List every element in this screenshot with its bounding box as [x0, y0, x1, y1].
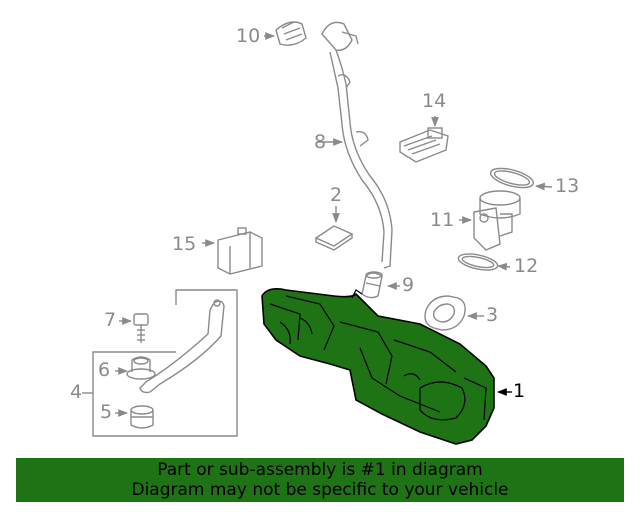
- callout-9: 9: [402, 274, 415, 296]
- part-info-banner: Part or sub-assembly is #1 in diagram Di…: [16, 458, 624, 502]
- module-part-15: [202, 227, 263, 275]
- callout-1: 1: [513, 380, 526, 402]
- filler-cap-part-10: [264, 21, 307, 46]
- bracket-group-box: [82, 289, 238, 437]
- fuel-pump-part-11: [459, 190, 521, 251]
- callout-10: 10: [236, 25, 261, 47]
- gasket-part-13: [489, 167, 553, 191]
- fuel-tank-part-1[interactable]: [261, 288, 512, 445]
- callout-15: 15: [172, 233, 197, 255]
- seal-part-3: [424, 295, 484, 331]
- hose-part-9: [361, 271, 400, 299]
- banner-line-2: Diagram may not be specific to your vehi…: [131, 480, 509, 500]
- callout-4: 4: [70, 381, 83, 403]
- oring-part-12: [457, 253, 511, 271]
- bushing-part-5: [115, 405, 154, 429]
- callout-3: 3: [486, 304, 499, 326]
- callout-11: 11: [430, 209, 455, 231]
- callout-8: 8: [314, 131, 327, 153]
- callout-7: 7: [104, 309, 117, 331]
- callout-5: 5: [100, 401, 113, 423]
- grommet-part-6: [115, 356, 156, 380]
- sensor-part-14: [399, 116, 449, 163]
- filler-neck-part-8: [317, 21, 393, 269]
- parts-diagram: [82, 21, 553, 445]
- callout-12: 12: [514, 255, 539, 277]
- bolt-part-7: [119, 313, 149, 343]
- callout-13: 13: [555, 175, 580, 197]
- callout-6: 6: [98, 359, 111, 381]
- callout-2: 2: [330, 184, 343, 206]
- callout-14: 14: [422, 90, 447, 112]
- pad-part-2: [314, 206, 354, 251]
- banner-line-1: Part or sub-assembly is #1 in diagram: [157, 460, 483, 480]
- tank-strap: [139, 299, 225, 394]
